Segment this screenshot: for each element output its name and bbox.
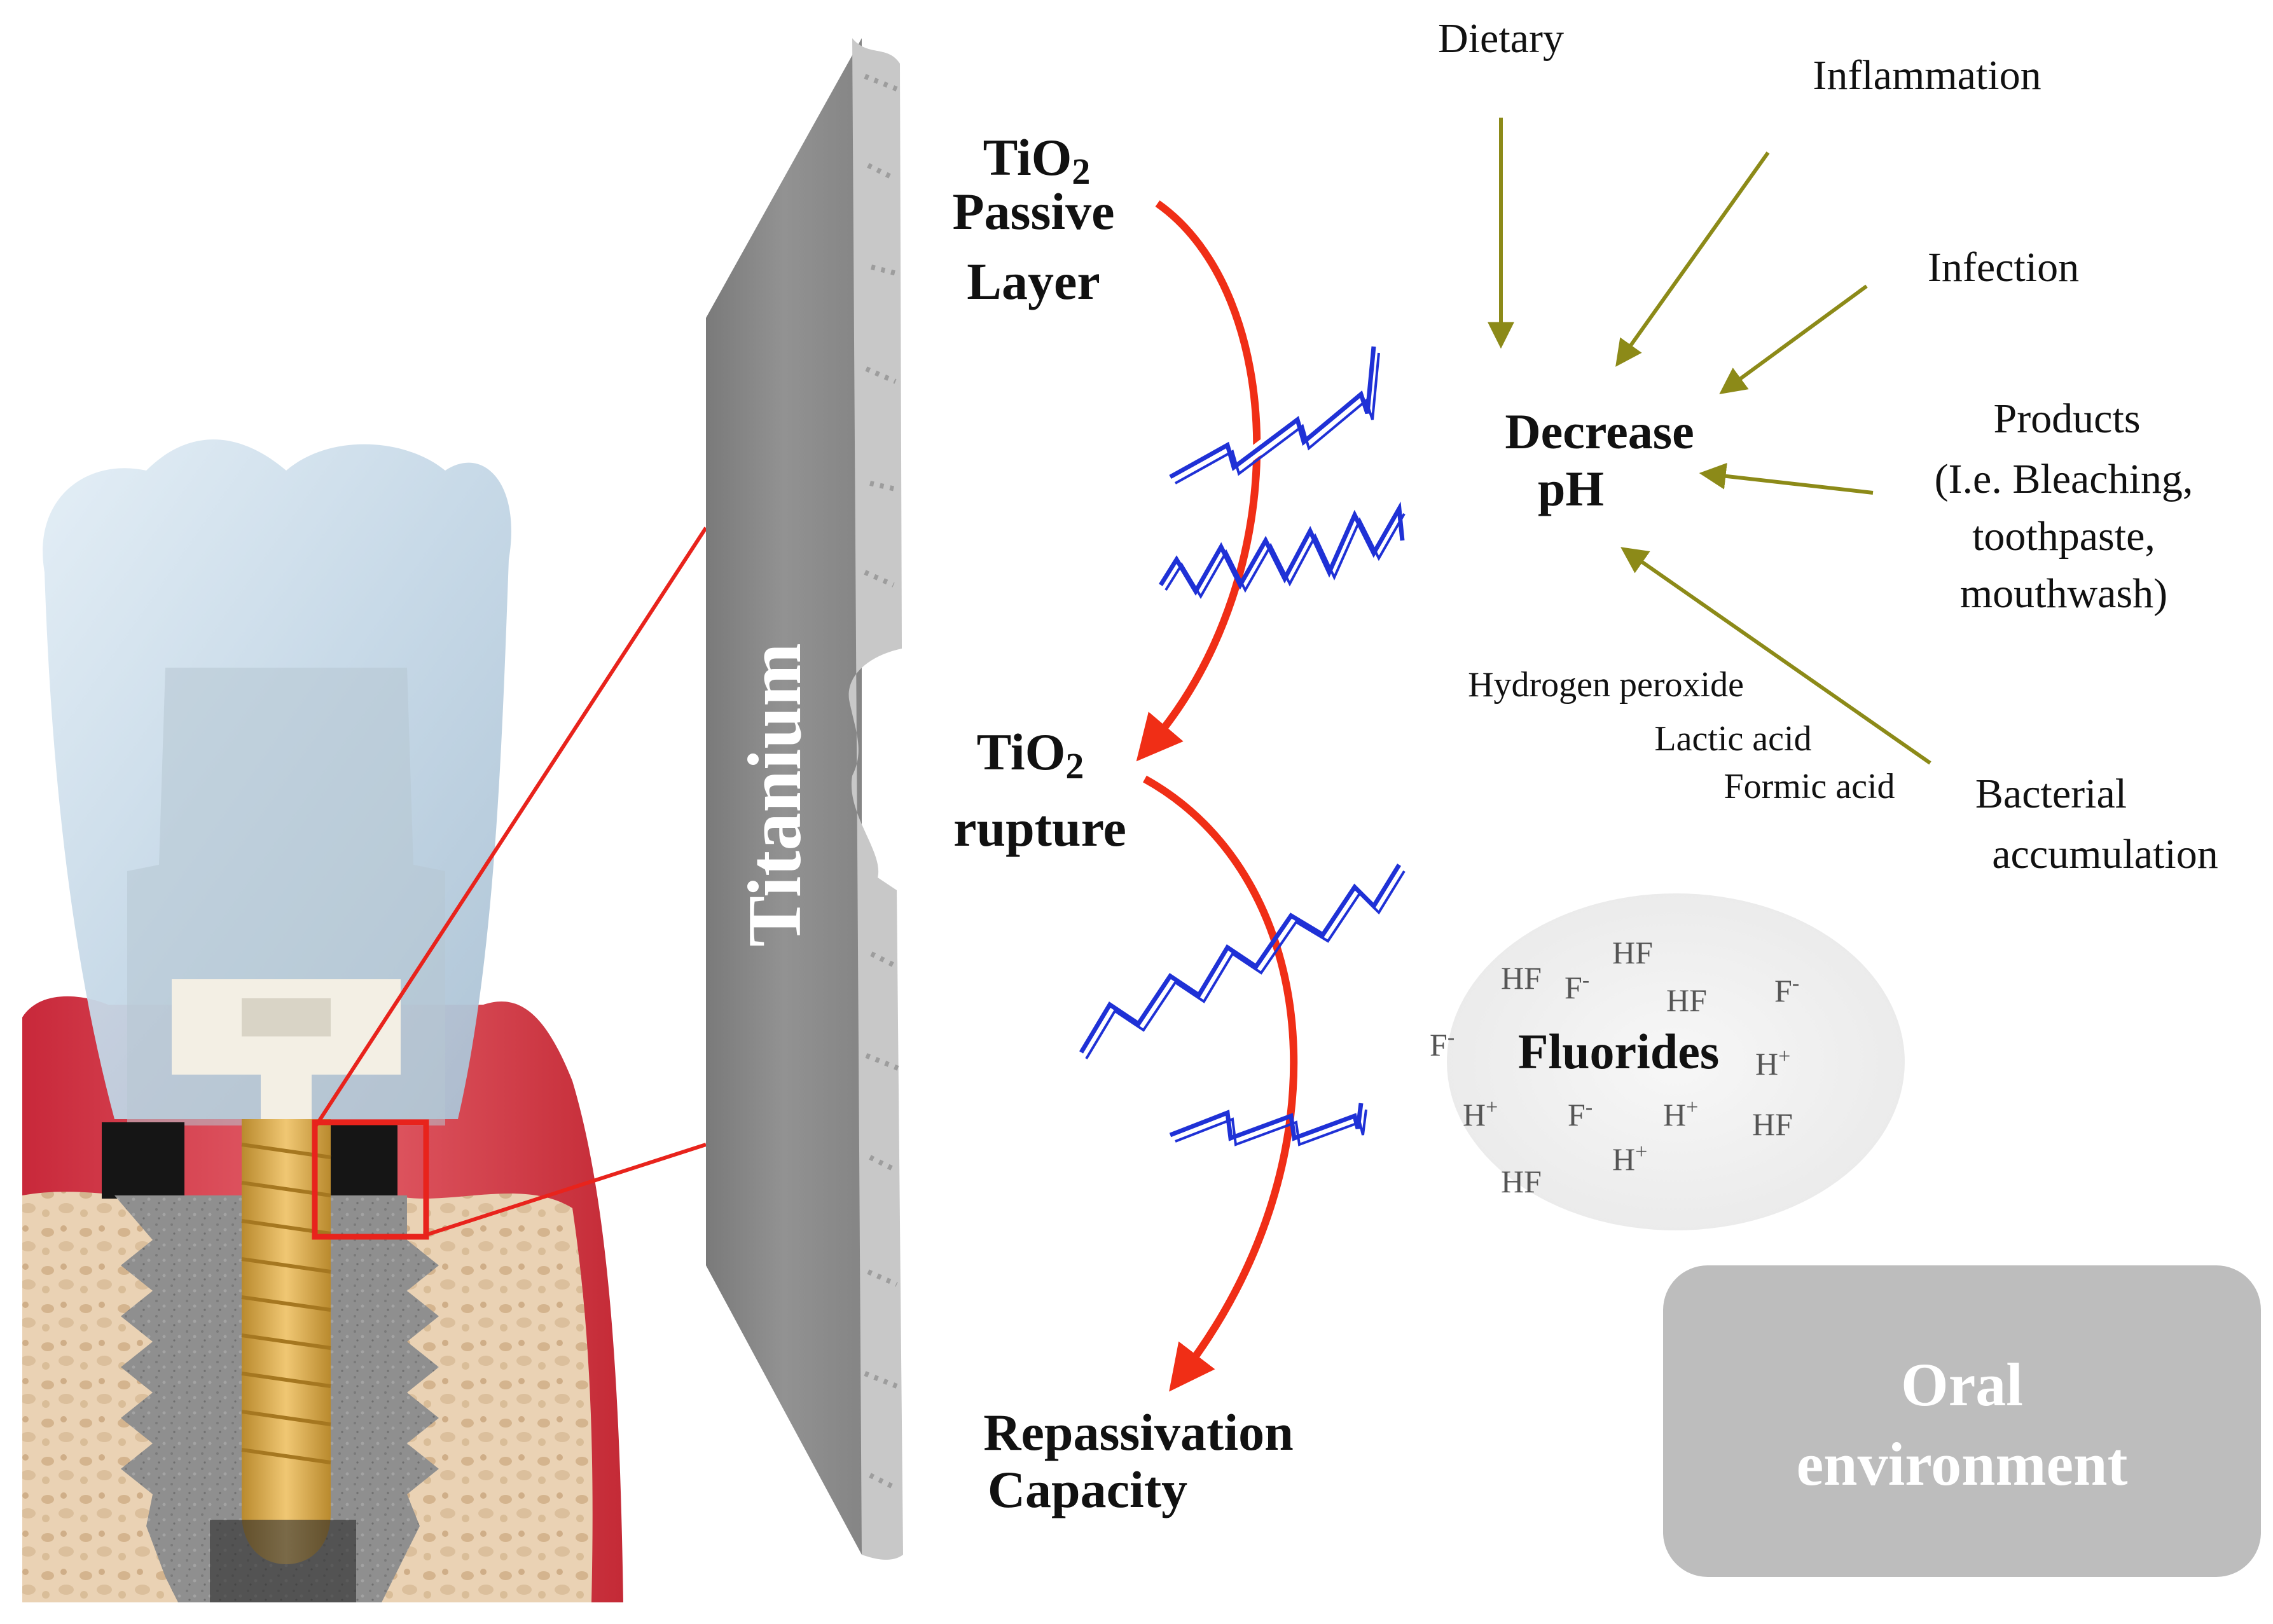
- oral-environment-box: Oral environment: [1663, 1265, 2261, 1577]
- label-passive-layer: TiO2 Passive Layer: [952, 128, 1114, 310]
- factor-bacterial-line2: accumulation: [1992, 831, 2218, 877]
- factor-products-line4: mouthwash): [1960, 570, 2167, 617]
- surface-roughness: [864, 74, 899, 1490]
- factor-bacterial-line1: Bacterial: [1975, 771, 2127, 817]
- arrow-rupture-to-repassivation: [1143, 775, 1298, 1392]
- fluorides-cloud: Fluorides HF HF HF HF HF F- F- F- F- H+ …: [1430, 893, 1905, 1230]
- decrease-ph-node: Decrease pH: [1505, 404, 1694, 516]
- oral-environment-background: [1663, 1265, 2261, 1577]
- factor-inflammation: Inflammation: [1813, 52, 2041, 99]
- factor-products-line1: Products: [1994, 396, 2141, 442]
- species-hf: HF: [1612, 935, 1653, 970]
- rupture-line1: TiO2: [977, 723, 1084, 787]
- arrow-inflammation: [1615, 151, 1770, 367]
- zoom-line-bottom: [425, 1143, 707, 1237]
- arrow-infection: [1719, 284, 1868, 394]
- titanium-slab: Titanium: [706, 38, 903, 1560]
- rupture-line2: rupture: [953, 799, 1126, 857]
- passive-layer-line3: Layer: [967, 252, 1100, 310]
- species-hydrogen-ion: H+: [1755, 1045, 1790, 1082]
- ph-line2: pH: [1538, 461, 1604, 516]
- acid-labels: Hydrogen peroxide Lactic acid Formic aci…: [1468, 665, 1895, 806]
- factor-labels: Dietary Inflammation Infection Products …: [1438, 15, 2218, 877]
- factor-dietary: Dietary: [1438, 15, 1564, 62]
- fluorides-title: Fluorides: [1518, 1024, 1719, 1079]
- zigzag-3: [1079, 864, 1406, 1060]
- species-hydrogen-ion: H+: [1463, 1096, 1498, 1132]
- species-fluoride-ion: F-: [1568, 1096, 1592, 1132]
- zigzag-4: [1169, 1103, 1367, 1146]
- passive-layer-line2: Passive: [952, 182, 1114, 240]
- zigzag-2: [1159, 501, 1406, 599]
- implant-illustration: [22, 439, 623, 1602]
- collar-right: [321, 1122, 397, 1199]
- species-hydrogen-ion: H+: [1663, 1096, 1698, 1132]
- factor-products-line3: toothpaste,: [1972, 513, 2155, 560]
- repassivation-line1: Repassivation: [983, 1403, 1294, 1461]
- species-fluoride-ion: F-: [1774, 972, 1799, 1008]
- acid-hydrogen-peroxide: Hydrogen peroxide: [1468, 665, 1744, 705]
- label-rupture: TiO2 rupture: [953, 723, 1126, 857]
- zigzag-breaks: [1079, 346, 1406, 1146]
- species-fluoride-ion: F-: [1565, 968, 1589, 1005]
- fluorides-ellipse: [1447, 893, 1905, 1230]
- arrow-products: [1699, 462, 1874, 495]
- species-hf: HF: [1501, 960, 1542, 996]
- titanium-label: Titanium: [732, 643, 817, 947]
- oral-environment-line2: environment: [1797, 1430, 2128, 1498]
- zoom-highlight-box: [312, 1119, 429, 1240]
- zoom-line-top: [314, 526, 708, 1127]
- implant-hollow: [210, 1520, 356, 1602]
- label-repassivation: Repassivation Capacity: [983, 1403, 1294, 1518]
- factor-infection: Infection: [1928, 244, 2079, 291]
- screw-slot: [242, 998, 331, 1036]
- zigzag-1: [1167, 346, 1380, 485]
- acid-lactic: Lactic acid: [1654, 719, 1811, 759]
- fluoride-species: HF HF HF HF HF F- F- F- F- H+ H+ H+ H+: [1430, 935, 1799, 1199]
- factor-arrows: [1488, 118, 1931, 765]
- passive-layer-line1: TiO2: [983, 128, 1091, 192]
- factor-products-line2: (I.e. Bleaching,: [1935, 456, 2194, 502]
- species-fluoride-ion: F-: [1430, 1026, 1454, 1063]
- screw-head: [172, 979, 401, 1119]
- arrow-bacterial: [1620, 547, 1931, 765]
- species-hf: HF: [1666, 982, 1707, 1018]
- titanium-surface-edge: [848, 38, 903, 1560]
- repassivation-line2: Capacity: [988, 1461, 1187, 1518]
- collar-left: [102, 1122, 184, 1199]
- species-hf: HF: [1501, 1164, 1542, 1199]
- ph-line1: Decrease: [1505, 404, 1694, 459]
- oral-environment-line1: Oral: [1901, 1351, 2023, 1419]
- species-hf: HF: [1752, 1106, 1793, 1142]
- species-hydrogen-ion: H+: [1612, 1140, 1647, 1177]
- screw-threads: [241, 1143, 331, 1464]
- acid-formic: Formic acid: [1724, 767, 1895, 806]
